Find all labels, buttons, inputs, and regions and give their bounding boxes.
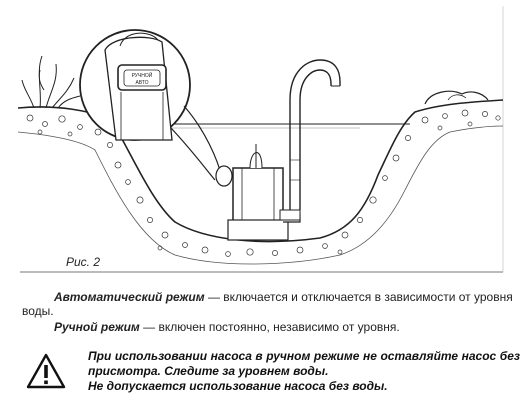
auto-mode-text: включается и отключается в зависимости о…	[22, 290, 513, 318]
pump-closeup: РУЧНОЙ АВТО	[104, 32, 173, 141]
switch-label-manual: РУЧНОЙ	[132, 71, 153, 79]
switch-label-auto: АВТО	[135, 80, 148, 86]
pump-diagram: РУЧНОЙ АВТО	[17, 6, 504, 273]
warning-line: При использовании насоса в ручном режиме…	[88, 349, 520, 378]
gravel-texture	[26, 109, 501, 257]
plant-drawing	[21, 55, 81, 109]
auto-mode-paragraph: Автоматический режим — включается и откл…	[22, 290, 517, 318]
warning-text: При использовании насоса в ручном режиме…	[88, 349, 520, 394]
manual-mode-term: Ручной режим	[54, 320, 140, 334]
warning-block: При использовании насоса в ручном режиме…	[22, 349, 522, 401]
auto-mode-dash: —	[204, 290, 224, 304]
manual-mode-paragraph: Ручной режим — включен постоянно, незави…	[54, 320, 523, 334]
warning-line: Не допускается использование насоса без …	[88, 379, 388, 393]
pond-pump-illustration: РУЧНОЙ АВТО Рис. 2	[17, 6, 504, 273]
manual-mode-dash: —	[139, 320, 159, 334]
auto-mode-term: Автоматический режим	[54, 290, 205, 304]
figure-caption: Рис. 2	[66, 255, 101, 269]
warning-triangle-icon	[26, 353, 66, 389]
pump-unit	[215, 59, 341, 241]
manual-mode-text: включен постоянно, независимо от уровня.	[158, 320, 400, 334]
